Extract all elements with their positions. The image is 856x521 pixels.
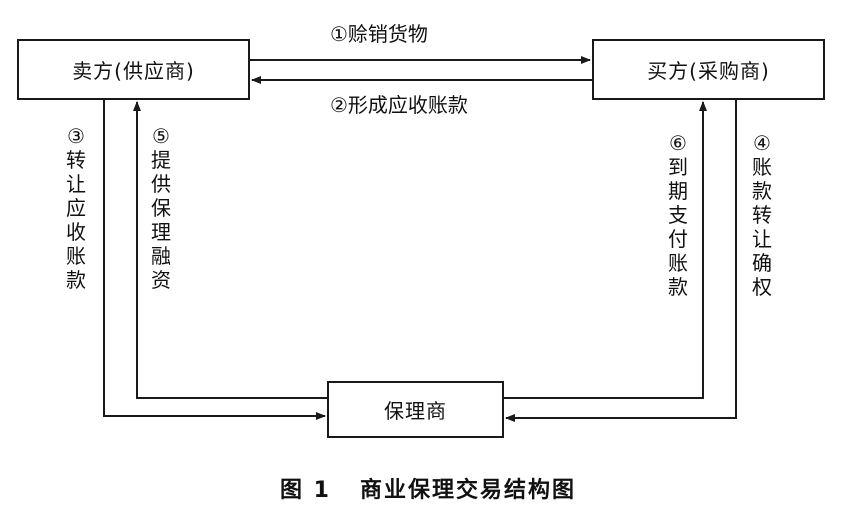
- flow-label-step3: ③转让应收账款: [66, 124, 86, 292]
- figure-caption: 图 1 商业保理交易结构图: [280, 478, 576, 503]
- flow-label-step4: ④账款转让确权: [752, 131, 772, 299]
- buyer-label: 买方(采购商): [647, 59, 770, 83]
- flow-label-step6: ⑥到期支付账款: [668, 131, 688, 299]
- arrow-step5: [133, 101, 327, 399]
- buyer-node: 买方(采购商): [592, 39, 825, 100]
- factor-label: 保理商: [384, 399, 447, 423]
- arrow-step3: [103, 100, 326, 420]
- factor-node: 保理商: [327, 381, 504, 438]
- flow-label-step5: ⑤提供保理融资: [151, 124, 171, 292]
- flow-label-step2: ②形成应收账款: [330, 93, 468, 117]
- arrow-step4: [505, 100, 737, 422]
- flow-label-step1: ①赊销货物: [330, 22, 428, 46]
- arrow-step6: [504, 101, 707, 399]
- seller-label: 卖方(供应商): [72, 59, 195, 83]
- seller-node: 卖方(供应商): [17, 39, 250, 100]
